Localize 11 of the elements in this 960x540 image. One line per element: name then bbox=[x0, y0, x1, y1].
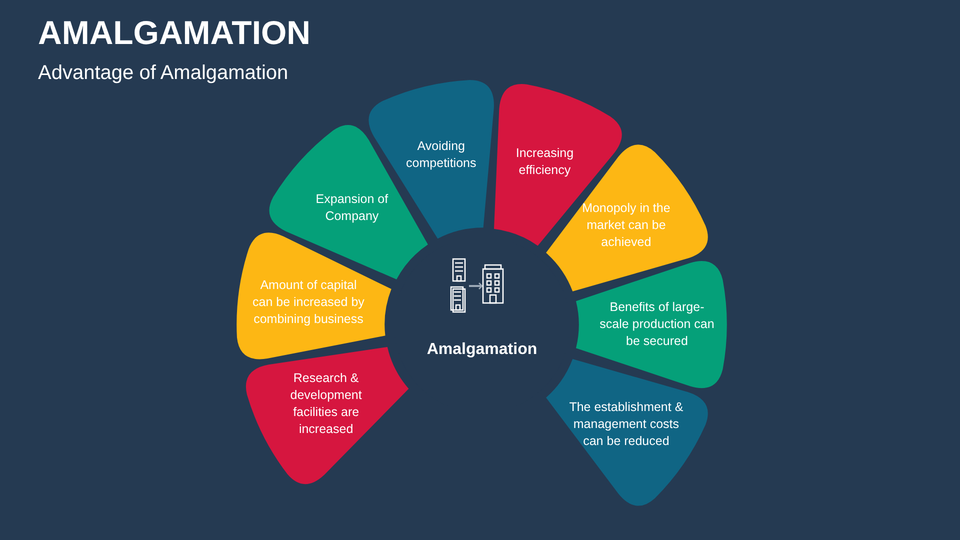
petal-label: Monopoly in the market can be achieved bbox=[581, 200, 672, 252]
title: AMALGAMATION bbox=[38, 14, 311, 52]
subtitle: Advantage of Amalgamation bbox=[38, 62, 288, 85]
petal-label: Expansion of Company bbox=[314, 190, 390, 225]
hub-label: Amalgamation bbox=[426, 341, 538, 358]
petal-label: Avoiding competitions bbox=[405, 138, 478, 172]
petal-label: Research & development facilities are increased bbox=[289, 370, 363, 438]
petal-label: Amount of capital can be increased by combining business bbox=[252, 276, 366, 328]
petal-label: Benefits of large-scale production can be secured bbox=[598, 299, 716, 350]
petal-label: The establishment & management costs can be reduced bbox=[569, 398, 684, 450]
petal-label: Increasing efficiency bbox=[514, 144, 575, 179]
